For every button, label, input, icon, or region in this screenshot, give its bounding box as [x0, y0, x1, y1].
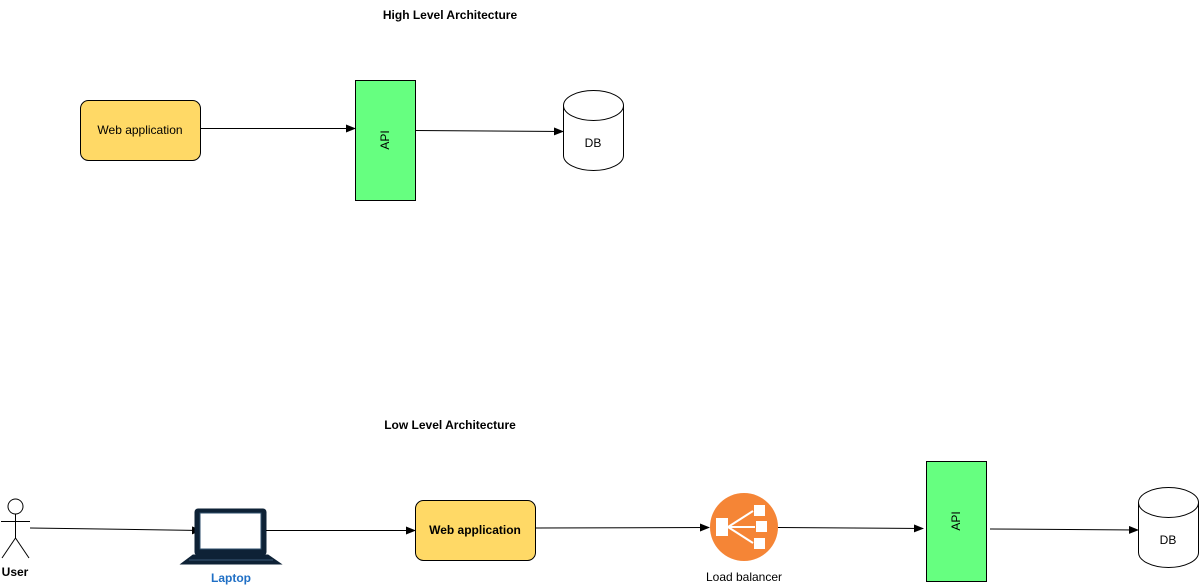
low-level-db-label: DB — [1160, 533, 1177, 547]
high-level-db-label: DB — [585, 136, 602, 150]
user-icon — [1, 498, 30, 559]
low-level-edge-lb-to-api — [777, 524, 924, 533]
load-balancer-node[interactable]: Load balancer — [706, 493, 782, 584]
high-level-db-node[interactable]: DB — [563, 90, 624, 171]
high-level-edge-api-to-db — [414, 127, 564, 136]
low-level-edge-user-to-laptop — [29, 526, 202, 535]
low-level-web-app-node[interactable]: Web application — [415, 500, 536, 561]
laptop-node[interactable]: Laptop — [179, 508, 283, 585]
low-level-edge-webapp-to-lb — [534, 523, 710, 532]
low-level-title: Low Level Architecture — [384, 418, 516, 432]
load-balancer-label: Load balancer — [706, 570, 782, 584]
user-label: User — [2, 565, 29, 579]
high-level-api-label: API — [378, 130, 392, 149]
load-balancer-icon — [710, 493, 778, 561]
low-level-api-node[interactable]: API — [926, 461, 987, 582]
laptop-label: Laptop — [211, 571, 251, 585]
high-level-web-app-label: Web application — [97, 123, 182, 137]
low-level-db-node[interactable]: DB — [1138, 487, 1199, 568]
low-level-edge-api-to-db — [989, 525, 1139, 534]
low-level-web-app-label: Web application — [429, 523, 521, 537]
high-level-api-node[interactable]: API — [355, 80, 416, 201]
laptop-icon — [179, 508, 283, 565]
user-actor[interactable]: User — [1, 498, 30, 579]
high-level-title: High Level Architecture — [383, 8, 518, 22]
low-level-api-label: API — [949, 511, 963, 530]
high-level-web-app-node[interactable]: Web application — [80, 100, 201, 161]
